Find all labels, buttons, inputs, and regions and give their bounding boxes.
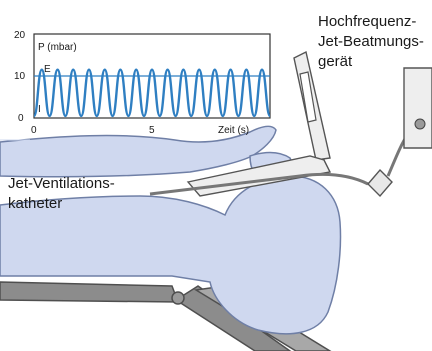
- catheter-label-line-2: katheter: [8, 195, 62, 212]
- annotation-i: I: [38, 104, 41, 115]
- device-label-line-3: gerät: [318, 53, 353, 70]
- y-axis-label: P (mbar): [38, 42, 77, 53]
- device-box: [404, 68, 432, 148]
- jet-ventilator-device: [404, 68, 432, 148]
- device-label-line-2: Jet-Beatmungs-: [318, 33, 424, 50]
- y-tick-label-20: 20: [14, 30, 26, 41]
- table-segment-left: [0, 282, 178, 302]
- patient: [0, 126, 341, 333]
- device-port: [415, 119, 425, 129]
- x-tick-label-0: 0: [31, 125, 37, 136]
- y-tick-label-10: 10: [14, 71, 26, 82]
- y-tick-label-0: 0: [18, 113, 24, 124]
- catheter-label-line-1: Jet-Ventilations-: [8, 175, 115, 192]
- annotation-e: E: [44, 64, 51, 75]
- pressure-chart: 20 10 0 0 5 P (mbar) Zeit (s) E I: [14, 30, 270, 136]
- x-tick-label-5: 5: [149, 125, 155, 136]
- x-axis-label: Zeit (s): [218, 125, 249, 136]
- device-label-line-1: Hochfrequenz-: [318, 13, 416, 30]
- table-hinge: [172, 292, 184, 304]
